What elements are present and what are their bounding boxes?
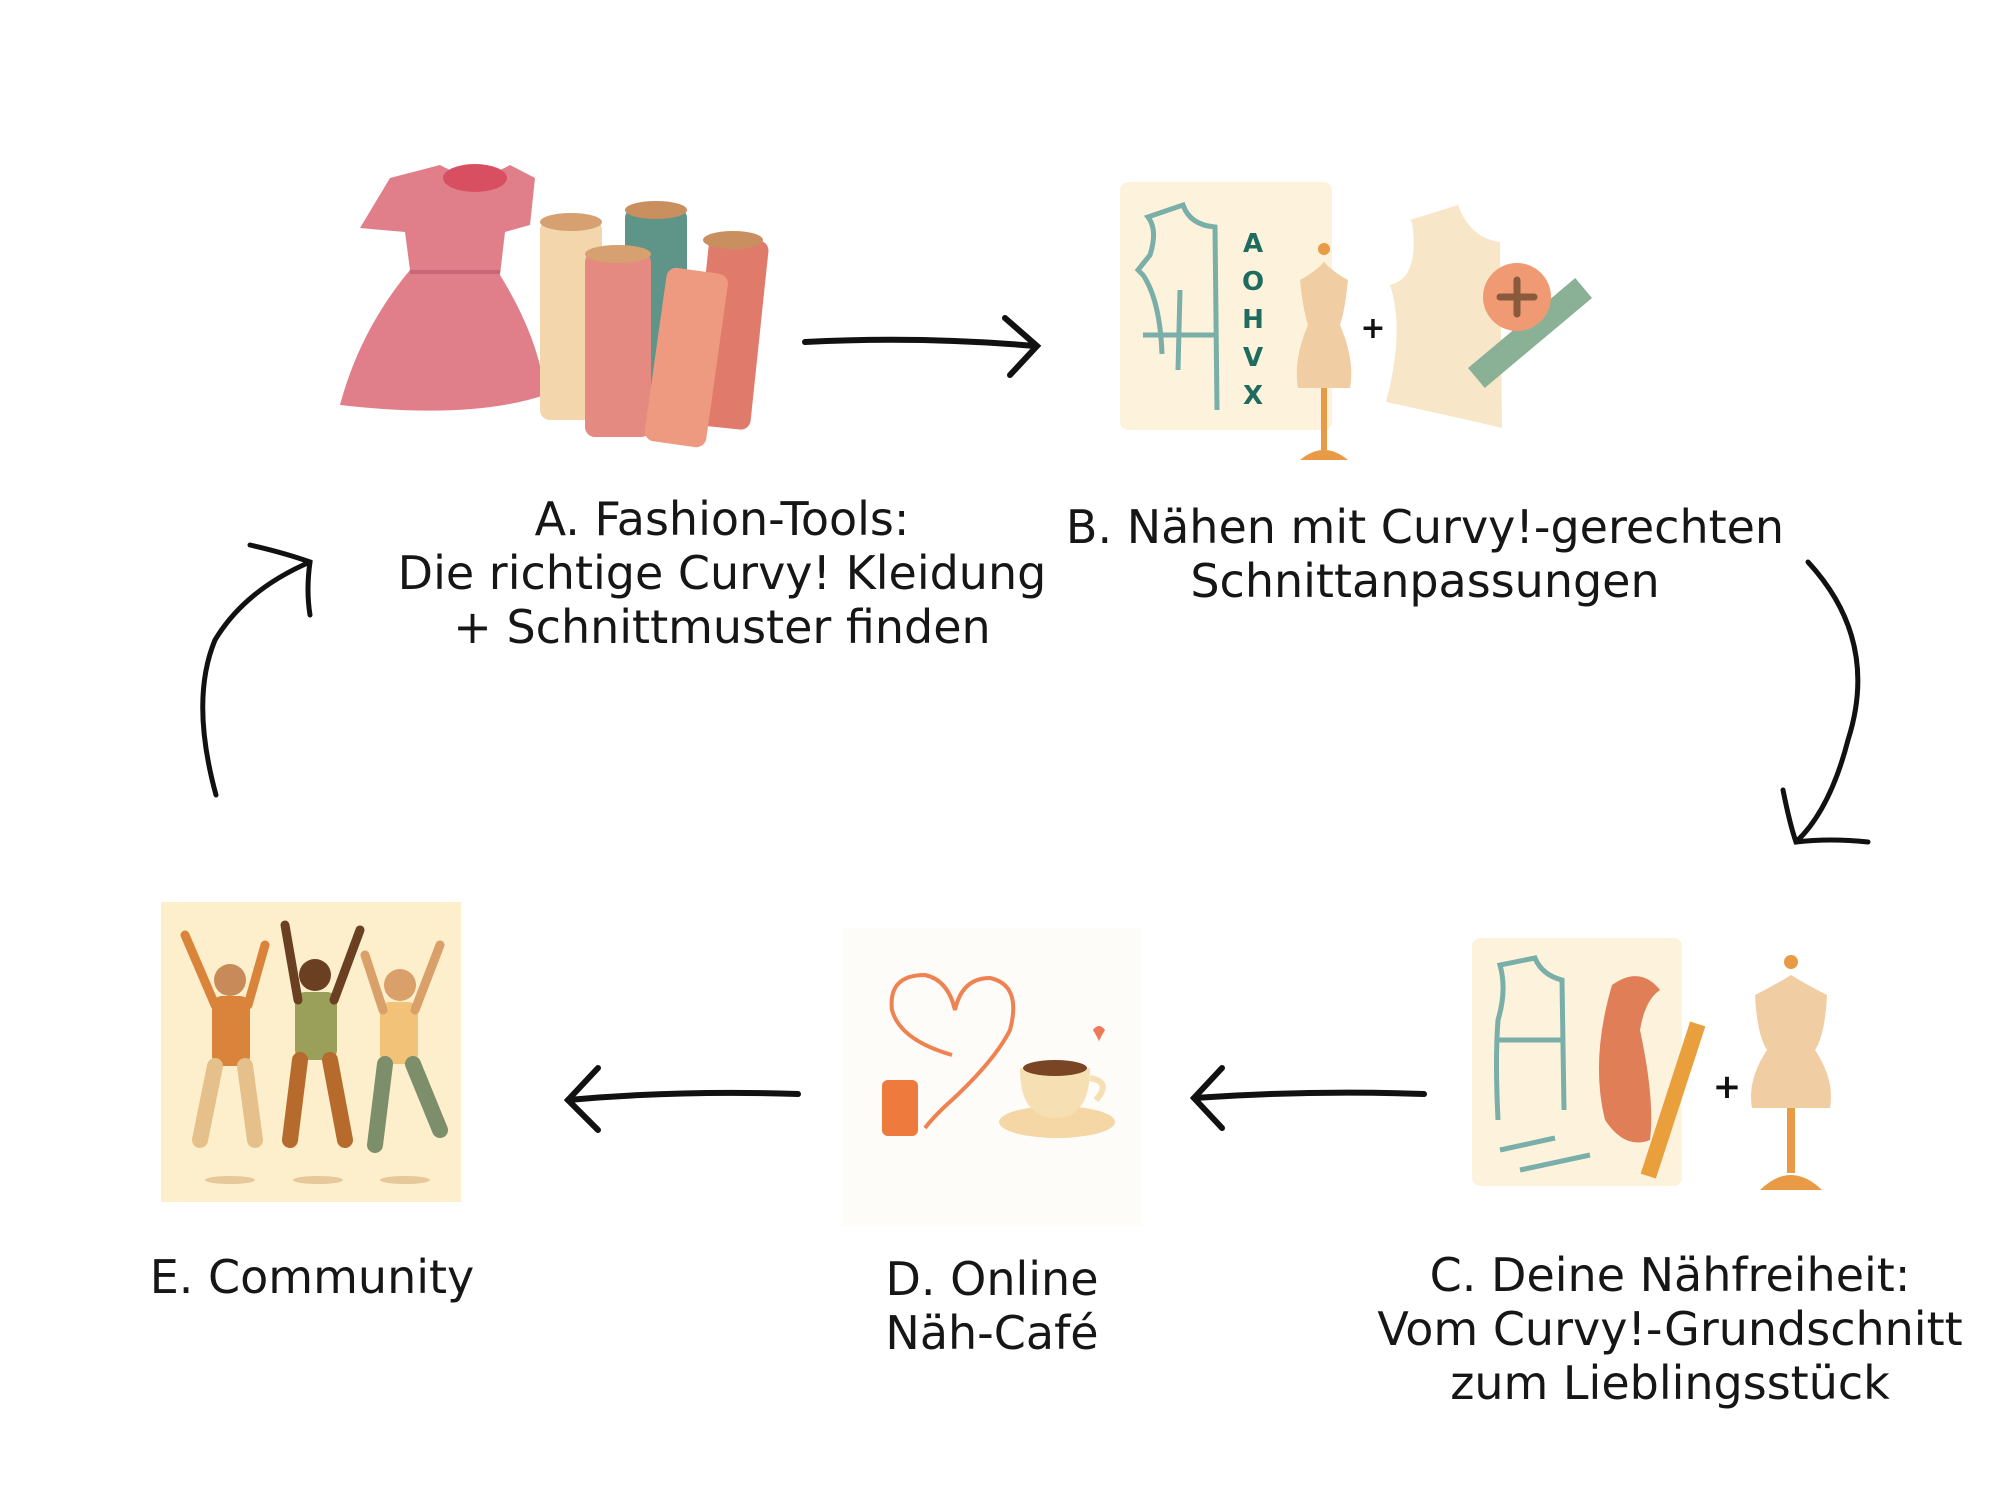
step-a-line: Die richtige Curvy! Kleidung: [397, 546, 1047, 600]
step-b-line: B. Nähen mit Curvy!-gerechten: [1065, 500, 1785, 554]
step-a-line: A. Fashion-Tools:: [534, 492, 910, 546]
step-a-label: A. Fashion-Tools: Die richtige Curvy! Kl…: [398, 492, 1047, 654]
arrow-e-to-a: [200, 542, 313, 798]
step-c-line: C. Deine Nähfreiheit:: [1429, 1248, 1911, 1302]
figure-letter: H: [1242, 305, 1264, 335]
figure-letter: O: [1242, 267, 1264, 297]
sewing-cafe-illustration: [842, 928, 1142, 1226]
step-d-line: Näh-Café: [885, 1306, 1099, 1360]
figure-letter: X: [1243, 381, 1263, 411]
plus-icon: +: [1713, 1067, 1742, 1107]
figure-letter: V: [1243, 343, 1263, 373]
step-e-line: E. Community: [149, 1250, 475, 1304]
step-e-label: E. Community: [150, 1250, 475, 1304]
dress-and-fabric-illustration: [340, 164, 769, 448]
step-c-line: Vom Curvy!-Grundschnitt: [1377, 1302, 1963, 1356]
arrow-c-to-d: [1189, 1065, 1427, 1131]
arrow-b-to-c: [1780, 559, 1871, 845]
arrow-a-to-b: [802, 315, 1042, 378]
figure-letter: A: [1243, 229, 1263, 259]
plus-icon: +: [1360, 311, 1385, 346]
step-a-line: + Schnittmuster finden: [453, 600, 991, 654]
pattern-adjustment-illustration: A O H V X +: [1120, 182, 1592, 460]
step-c-line: zum Lieblingsstück: [1450, 1356, 1890, 1410]
mannequin-icon: [1296, 243, 1352, 460]
arrow-d-to-e: [563, 1065, 801, 1133]
person-icon: [360, 940, 448, 1153]
step-b-line: Schnittanpassungen: [1190, 554, 1660, 608]
community-illustration: [161, 902, 461, 1202]
step-c-label: C. Deine Nähfreiheit: Vom Curvy!-Grundsc…: [1377, 1248, 1962, 1410]
step-b-label: B. Nähen mit Curvy!-gerechten Schnittanp…: [1066, 500, 1784, 608]
step-d-label: D. Online Näh-Café: [885, 1252, 1098, 1360]
person-icon: [180, 930, 270, 1148]
step-d-line: D. Online: [885, 1252, 1099, 1306]
person-icon: [280, 920, 365, 1148]
free-sewing-illustration: +: [1472, 938, 1831, 1190]
